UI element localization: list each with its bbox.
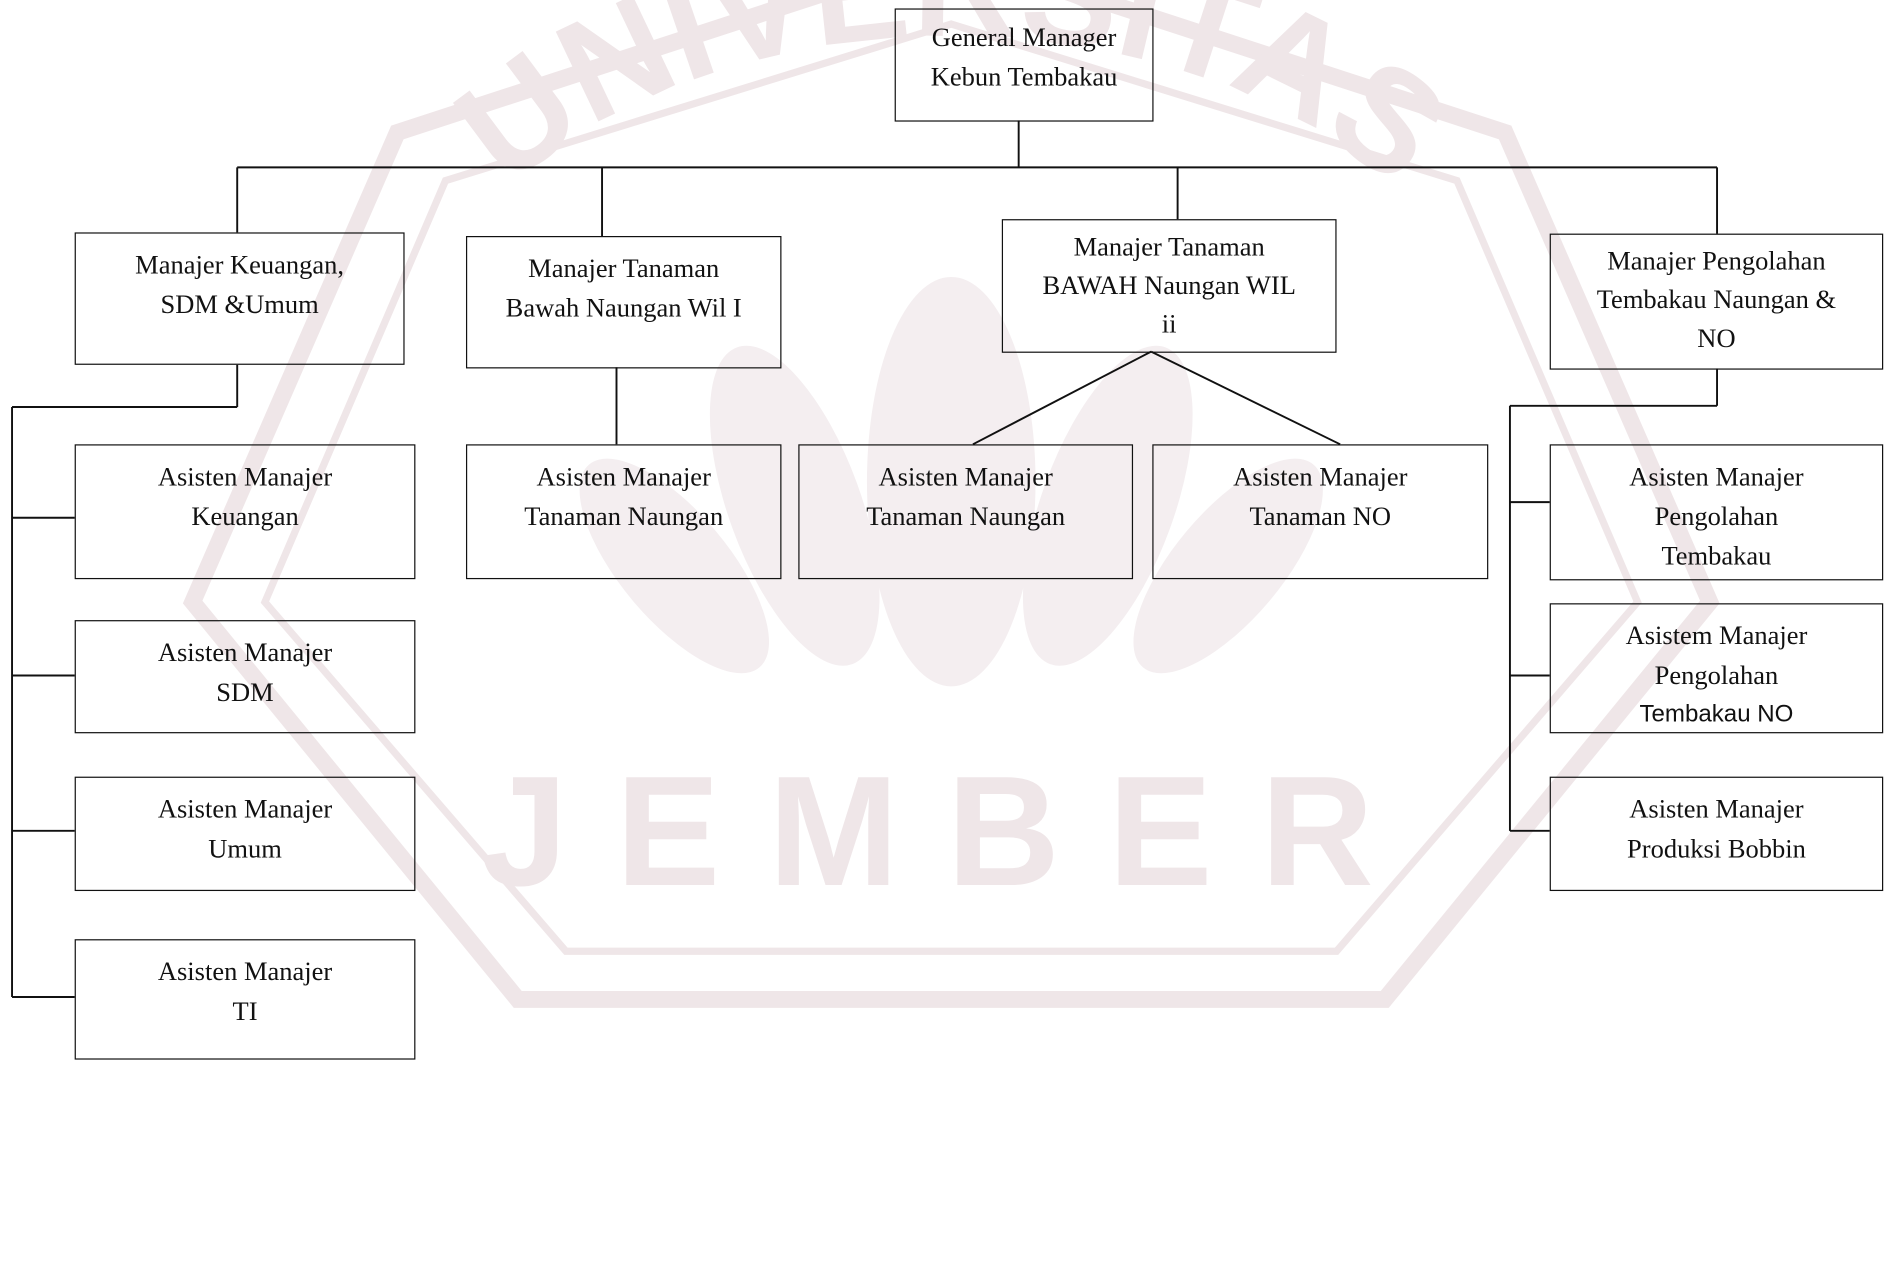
box-line: Asisten Manajer xyxy=(157,956,333,987)
box-line: Asistem Manajer xyxy=(1625,620,1808,651)
box-line: Manajer Tanaman xyxy=(1073,231,1265,262)
box-line: Manajer Keuangan, xyxy=(135,249,345,280)
connector-m3-a1 xyxy=(972,350,1152,446)
connector-m3-a2 xyxy=(1150,350,1341,446)
box-line: NO xyxy=(1697,322,1736,353)
box-line: Tanaman Naungan xyxy=(524,500,724,532)
box-line: Produksi Bobbin xyxy=(1627,833,1806,864)
assistant-finance-box: Asisten Manajer Keuangan xyxy=(74,444,416,580)
box-line: TI xyxy=(232,995,258,1026)
box-line: General Manager xyxy=(931,21,1117,52)
box-line: Tembakau NO xyxy=(1639,700,1794,728)
box-line: Kebun Tembakau xyxy=(930,61,1118,92)
box-line: ii xyxy=(1161,308,1177,339)
box-line: BAWAH Naungan WIL xyxy=(1042,269,1296,300)
manager-plantation-wil-2-box: Manajer Tanaman BAWAH Naungan WIL ii xyxy=(1001,219,1337,353)
box-line: Tembakau Naungan & xyxy=(1596,284,1837,315)
box-line: SDM xyxy=(216,676,274,707)
box-line: Asisten Manajer xyxy=(1233,461,1408,492)
manager-plantation-wil-1-box: Manajer Tanaman Bawah Naungan Wil I xyxy=(465,236,782,369)
box-line: Manajer Pengolahan xyxy=(1607,245,1826,276)
connector-lines xyxy=(11,120,1719,998)
box-line: Asisten Manajer xyxy=(157,793,333,824)
assistant-shade-plantation-wil-2-box: Asisten Manajer Tanaman Naungan xyxy=(798,444,1134,580)
box-line: Asisten Manajer xyxy=(1629,461,1804,492)
manager-finance-hr-box: Manajer Keuangan, SDM &Umum xyxy=(74,232,405,365)
seal-leaf-emblem xyxy=(579,276,1323,687)
box-line: Asisten Manajer xyxy=(536,461,711,492)
assistant-hr-box: Asisten Manajer SDM xyxy=(74,620,416,734)
box-line: Bawah Naungan Wil I xyxy=(505,292,742,323)
box-line: Asisten Manajer xyxy=(1629,793,1804,824)
assistant-general-affairs-box: Asisten Manajer Umum xyxy=(74,776,416,892)
box-line: Pengolahan xyxy=(1654,500,1779,532)
box-line: Asisten Manajer xyxy=(157,636,333,668)
general-manager-box: General Manager Kebun Tembakau xyxy=(894,8,1154,122)
box-line: Manajer Tanaman xyxy=(528,252,720,283)
box-line: Tanaman NO xyxy=(1249,500,1392,532)
assistant-shade-plantation-box: Asisten Manajer Tanaman Naungan xyxy=(465,444,782,580)
box-line: Keuangan xyxy=(191,500,299,532)
assistant-it-box: Asisten Manajer TI xyxy=(74,939,416,1060)
box-line: Tembakau xyxy=(1661,540,1772,571)
assistant-tobacco-no-processing-box: Asistem Manajer Pengolahan Tembakau NO xyxy=(1549,603,1884,734)
assistant-no-plantation-box: Asisten Manajer Tanaman NO xyxy=(1152,444,1489,580)
assistant-tobacco-processing-box: Asisten Manajer Pengolahan Tembakau xyxy=(1549,444,1884,581)
box-line: Asisten Manajer xyxy=(878,461,1053,492)
manager-tobacco-processing-box: Manajer Pengolahan Tembakau Naungan & NO xyxy=(1549,233,1884,370)
box-line: Pengolahan xyxy=(1654,659,1779,690)
watermark-bottom-text: JEMBER xyxy=(481,744,1422,919)
seal-outline xyxy=(182,0,1720,1008)
box-line: SDM &Umum xyxy=(160,288,319,320)
box-line: Asisten Manajer xyxy=(157,461,333,492)
box-line: Umum xyxy=(208,833,282,864)
assistant-bobbin-production-box: Asisten Manajer Produksi Bobbin xyxy=(1549,776,1884,892)
box-line: Tanaman Naungan xyxy=(866,500,1066,532)
